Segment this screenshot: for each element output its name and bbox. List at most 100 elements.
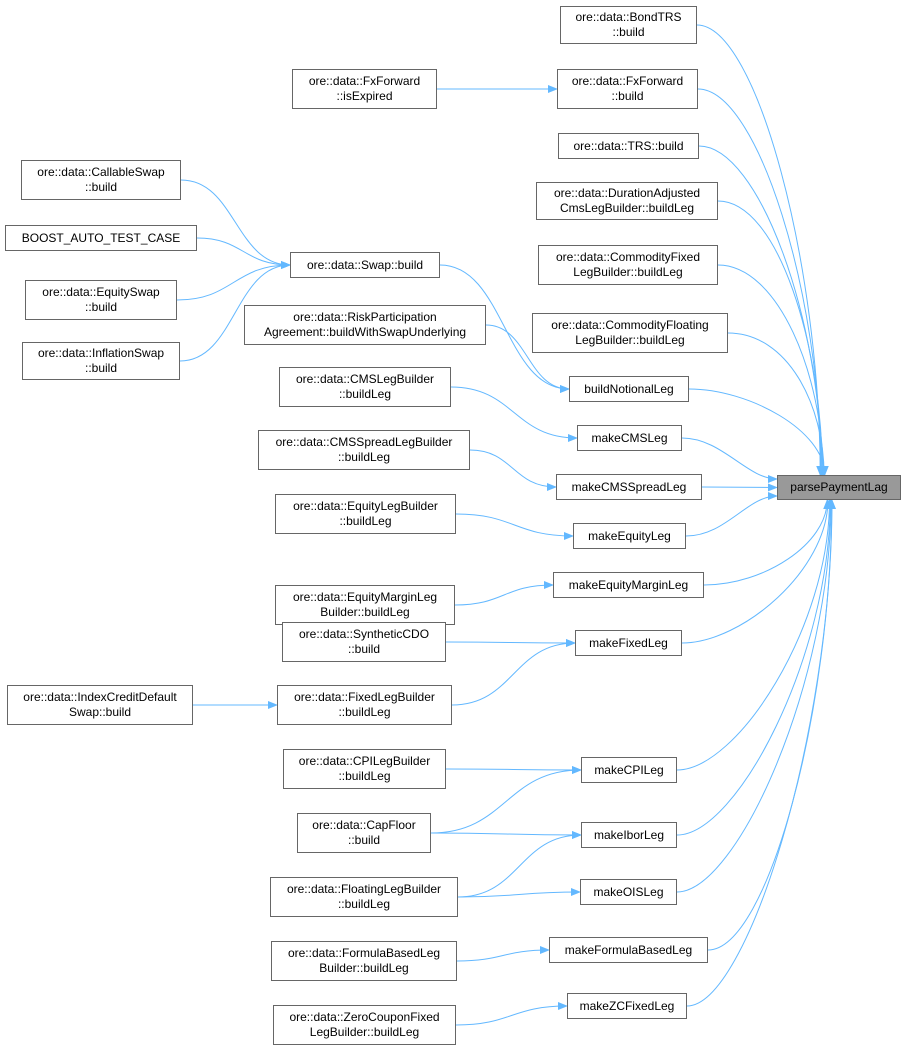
edge-makeeq-to-parsePaymentLag [685, 492, 778, 537]
node-label-line: makeEquityMarginLeg [568, 577, 689, 592]
node-makecpi[interactable]: makeCPILeg [581, 757, 677, 783]
node-label-line: ::build [84, 180, 118, 194]
node-makeeqm[interactable]: makeEquityMarginLeg [553, 572, 704, 598]
edge-capfloor-to-makecpi [430, 766, 582, 834]
node-label-line: Builder::buildLeg [319, 961, 409, 975]
edge-floatlb-to-makeibor [457, 831, 582, 898]
node-label-line: ore::data::FxForward [571, 74, 684, 88]
edge-comfixed-to-parsePaymentLag [717, 264, 828, 476]
node-label-line: ore::data::SyntheticCDO [298, 627, 430, 641]
node-label-line: ::isExpired [336, 89, 393, 103]
edge-comfloat-to-parsePaymentLag [727, 332, 829, 476]
edge-fixedlb-to-makefixed [451, 639, 576, 706]
node-label-line: makeIborLeg [593, 827, 665, 842]
node-label-line: ::build [612, 25, 645, 39]
node-eqswap[interactable]: ore::data::EquitySwap::build [25, 280, 177, 320]
node-capfloor[interactable]: ore::data::CapFloor::build [297, 813, 431, 853]
node-label-line: CmsLegBuilder::buildLeg [559, 201, 695, 215]
node-label-line: ore::data::CallableSwap [37, 165, 165, 179]
node-label-line: ore::data::TRS::build [573, 138, 684, 153]
node-label-line: ore::data::CommodityFixed [555, 250, 701, 264]
node-trs[interactable]: ore::data::TRS::build [558, 133, 699, 159]
edge-eqmlb-to-makeeqm [454, 581, 554, 606]
node-label-line: makeOISLeg [593, 884, 664, 899]
node-label-line: ore::data::IndexCreditDefault [23, 690, 177, 704]
node-label-line: Builder::buildLeg [320, 605, 410, 619]
node-makefixed[interactable]: makeFixedLeg [575, 630, 682, 656]
node-label-line: Swap::build [68, 705, 132, 719]
edge-makecmss-to-parsePaymentLag [701, 483, 778, 492]
edge-makeois-to-parsePaymentLag [676, 499, 836, 893]
node-label-line: makeCMSSpreadLeg [571, 479, 687, 494]
node-label-line: ore::data::Swap::build [306, 257, 424, 272]
node-label-line: makeFixedLeg [589, 635, 668, 650]
node-label-line: LegBuilder::buildLeg [573, 265, 683, 279]
node-cpilb[interactable]: ore::data::CPILegBuilder::buildLeg [283, 749, 446, 789]
node-label-line: ore::data::FloatingLegBuilder [286, 882, 442, 896]
edge-riskpart-to-notional [485, 324, 570, 393]
node-label-line: makeCMSLeg [591, 430, 668, 445]
node-label-line: ::build [347, 642, 381, 656]
node-makeform[interactable]: makeFormulaBasedLeg [549, 937, 708, 963]
node-bondtrs[interactable]: ore::data::BondTRS::build [560, 6, 697, 44]
node-label-line: ::build [347, 833, 381, 847]
node-label-line: ore::data::CommodityFloating [551, 318, 709, 332]
node-cdo[interactable]: ore::data::SyntheticCDO::build [282, 622, 446, 662]
node-swap[interactable]: ore::data::Swap::build [290, 252, 440, 278]
node-fxbuild[interactable]: ore::data::FxForward::build [557, 69, 698, 109]
node-parsePaymentLag[interactable]: parsePaymentLag [777, 475, 901, 500]
node-makeois[interactable]: makeOISLeg [580, 879, 677, 905]
edge-makecms-to-parsePaymentLag [681, 437, 778, 483]
node-makecmss[interactable]: makeCMSSpreadLeg [556, 474, 702, 500]
node-floatlb[interactable]: ore::data::FloatingLegBuilder::buildLeg [270, 877, 458, 917]
node-label-line: ore::data::FxForward [308, 74, 421, 88]
edge-trs-to-parsePaymentLag [698, 145, 826, 476]
node-makezc[interactable]: makeZCFixedLeg [567, 993, 687, 1019]
node-makeibor[interactable]: makeIborLeg [581, 822, 677, 848]
node-makeeq[interactable]: makeEquityLeg [573, 523, 686, 549]
node-label-line: buildNotionalLeg [584, 381, 674, 396]
node-label-line: ore::data::FixedLegBuilder [294, 690, 435, 704]
edge-eqlb-to-makeeq [455, 513, 574, 540]
edge-makezc-to-parsePaymentLag [686, 499, 836, 1007]
node-label-line: makeZCFixedLeg [579, 998, 675, 1013]
edge-swap-to-notional [439, 264, 570, 393]
node-label-line: ore::data::RiskParticipation [293, 310, 437, 324]
node-label-line: ::buildLeg [337, 450, 391, 464]
edge-cmslb-to-makecms [450, 386, 578, 442]
node-eqlb[interactable]: ore::data::EquityLegBuilder::buildLeg [275, 494, 456, 534]
node-label-line: ore::data::EquitySwap [42, 285, 160, 299]
node-label-line: LegBuilder::buildLeg [309, 1025, 420, 1039]
node-notional[interactable]: buildNotionalLeg [569, 376, 689, 402]
node-label-line: ore::data::CPILegBuilder [298, 754, 431, 768]
node-label-line: LegBuilder::buildLeg [575, 333, 685, 347]
node-callable[interactable]: ore::data::CallableSwap::build [21, 160, 181, 200]
node-label-line: ::buildLeg [339, 514, 392, 528]
node-label-line: Agreement::buildWithSwapUnderlying [263, 325, 467, 339]
node-label-line: ::build [84, 361, 118, 375]
edge-cdo-to-makefixed [445, 638, 576, 647]
node-fixedlb[interactable]: ore::data::FixedLegBuilder::buildLeg [277, 685, 452, 725]
node-makecms[interactable]: makeCMSLeg [577, 425, 682, 451]
node-cmsslb[interactable]: ore::data::CMSSpreadLegBuilder::buildLeg [258, 430, 470, 470]
node-label-line: ::buildLeg [338, 387, 392, 401]
node-label-line: ::buildLeg [338, 705, 391, 719]
node-fxexpired[interactable]: ore::data::FxForward::isExpired [292, 69, 437, 109]
node-label-line: ore::data::DurationAdjusted [553, 186, 701, 200]
node-boost[interactable]: BOOST_AUTO_TEST_CASE [5, 225, 197, 251]
node-infswap[interactable]: ore::data::InflationSwap::build [22, 342, 180, 380]
edge-makefixed-to-parsePaymentLag [681, 499, 832, 644]
node-cmslb[interactable]: ore::data::CMSLegBuilder::buildLeg [279, 367, 451, 407]
node-label-line: ore::data::CMSLegBuilder [295, 372, 435, 386]
edge-eqswap-to-swap [176, 261, 291, 301]
